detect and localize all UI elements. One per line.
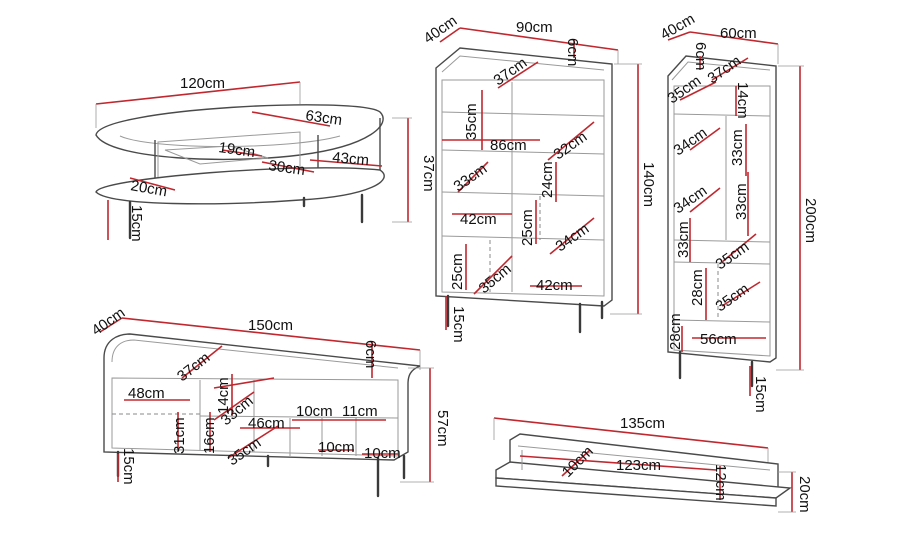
sideboard-body (103, 333, 421, 461)
wall-shelf-height-label: 20cm (796, 476, 813, 513)
tall-cabinet: 40cm 60cm 6cm 37cm 35cm 14cm 34cm 33cm 3… (658, 10, 820, 412)
tall-cabinet-leg-label: 15cm (752, 376, 769, 413)
cabinet-90-bottom-left-label: 25cm (449, 253, 466, 290)
coffee-table-shelf-depth-label: 19cm (217, 139, 256, 161)
coffee-table-shelf-inner-label: 30cm (267, 157, 306, 179)
sideboard-width-label: 150cm (248, 317, 293, 334)
tall-cabinet-right-upper-label: 33cm (729, 129, 746, 166)
sideboard-leg-label: 15cm (120, 448, 137, 485)
coffee-table-base (95, 167, 385, 205)
tall-cabinet-left-lower-label: 33cm (675, 221, 692, 258)
coffee-table-top (95, 104, 384, 161)
coffee-table-width-line (95, 81, 301, 105)
coffee-table-opening-label: 20cm (129, 177, 168, 200)
tall-cabinet-bottom-height-label: 28cm (667, 313, 684, 350)
tall-cabinet-bottom-width-label: 56cm (700, 331, 737, 348)
wall-shelf-inner-height-label: 12cm (712, 464, 729, 501)
sideboard: 40cm 150cm 37cm 6cm 48cm 14cm 33cm 46cm … (89, 304, 451, 498)
tall-cabinet-top-label: 6cm (692, 42, 709, 70)
sideboard-cubby-b-label: 11cm (342, 403, 378, 420)
sideboard-height-label: 57cm (434, 410, 451, 447)
cabinet-90-inner-width-label: 86cm (490, 137, 527, 154)
coffee-table-shelf-width-label: 43cm (332, 149, 370, 169)
sideboard-depth-label: 40cm (89, 304, 129, 339)
sideboard-cubby-a-label: 10cm (296, 403, 333, 420)
coffee-table-height-label: 37cm (420, 155, 437, 192)
sideboard-mid-gap-label: 16cm (201, 417, 218, 454)
wall-shelf: 135cm 10cm 123cm 12cm 20cm (493, 415, 813, 513)
wall-shelf-inner-width-label: 123cm (616, 457, 661, 474)
wall-shelf-base (495, 461, 792, 499)
tall-cabinet-height-label: 200cm (802, 198, 819, 243)
sideboard-mid-width-label: 46cm (248, 415, 285, 432)
sideboard-left-height-label: 31cm (171, 417, 188, 454)
tall-cabinet-right-mid-label: 33cm (733, 183, 750, 220)
sideboard-left-width-label: 48cm (128, 385, 165, 402)
tall-cabinet-right-lower-b-label: 28cm (689, 269, 706, 306)
cabinet-90-top-label: 6cm (564, 38, 581, 66)
wall-shelf-width-label: 135cm (620, 415, 665, 432)
coffee-table-depth-label: 63cm (304, 107, 343, 129)
tall-cabinet-top-gap-label: 14cm (734, 82, 751, 119)
cabinet-90-mid-right-label: 24cm (539, 161, 556, 198)
cabinet-90-height-label: 140cm (640, 162, 657, 207)
cabinet-90-leg-label: 15cm (450, 306, 467, 343)
coffee-table-leg-label: 15cm (128, 205, 145, 242)
sideboard-cubby-c-label: 10cm (318, 439, 355, 456)
tall-cabinet-depth-label: 40cm (658, 10, 698, 43)
sideboard-top-label: 6cm (362, 340, 379, 368)
coffee-table-width-label: 120cm (180, 75, 225, 92)
tall-cabinet-body (667, 55, 777, 363)
coffee-table: 120cm 63cm 19cm 30cm 43cm 20cm 37cm 15cm (95, 75, 437, 242)
cabinet-90-half-width-label: 42cm (460, 211, 497, 228)
cabinet-90-width-label: 90cm (516, 19, 553, 36)
cabinet-90-lower-mid-label: 25cm (519, 209, 536, 246)
tall-cabinet-width-label: 60cm (720, 25, 757, 42)
sideboard-upper-gap-label: 14cm (215, 377, 232, 414)
cabinet-90-compartment-label: 35cm (463, 103, 480, 140)
sideboard-cubby-d-label: 10cm (364, 445, 401, 462)
cabinet-90-bottom-width-label: 42cm (536, 277, 573, 294)
cabinet-90: 40cm 90cm 37cm 6cm 35cm 86cm 32cm 33cm 2… (421, 12, 657, 342)
